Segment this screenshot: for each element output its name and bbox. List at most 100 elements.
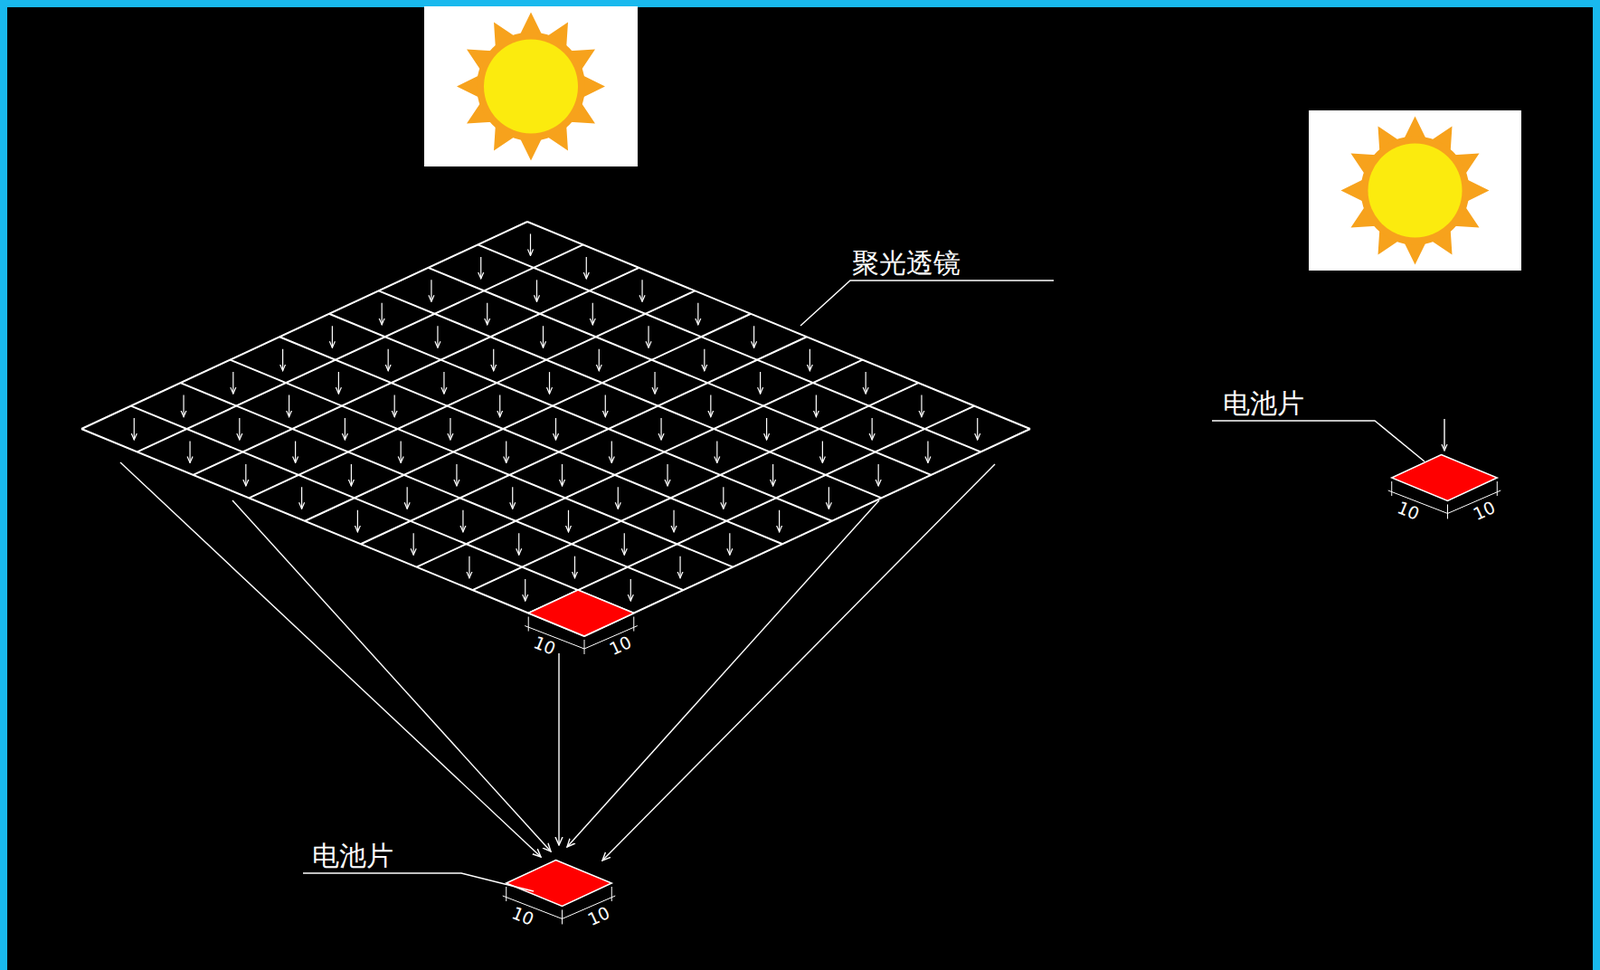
stroke (229, 359, 733, 568)
stroke (518, 532, 520, 555)
stroke (338, 371, 340, 394)
stroke (288, 395, 290, 417)
stroke (561, 908, 563, 924)
stroke (772, 463, 774, 486)
stroke (584, 639, 586, 654)
stroke (728, 532, 730, 555)
stroke (1496, 481, 1498, 496)
stroke (350, 463, 352, 486)
stroke (133, 417, 135, 440)
stroke (660, 417, 662, 440)
stroke (592, 302, 594, 325)
stroke (716, 440, 718, 463)
stroke (753, 325, 755, 348)
stroke (430, 279, 432, 302)
stroke (455, 463, 457, 486)
stroke (630, 578, 632, 601)
stroke (449, 417, 451, 440)
cell-label: 电池片 (312, 842, 394, 870)
stroke (394, 395, 396, 417)
stroke (182, 395, 184, 417)
stroke (1361, 136, 1470, 246)
stroke (822, 440, 824, 463)
stroke (400, 440, 402, 463)
stroke (528, 406, 975, 614)
stroke (357, 510, 359, 532)
stroke (238, 417, 240, 440)
stroke (809, 349, 811, 371)
stroke (697, 302, 699, 325)
stroke (647, 325, 649, 348)
stroke (633, 616, 635, 632)
stroke (462, 510, 464, 532)
stroke (301, 486, 303, 509)
lens-grid (81, 221, 1031, 636)
stroke (1341, 116, 1490, 266)
stroke (524, 578, 526, 601)
stroke (331, 325, 333, 348)
stroke (542, 325, 544, 348)
stroke (568, 510, 569, 532)
battery-cell (528, 589, 635, 636)
light-rays (120, 418, 1445, 861)
stroke (232, 371, 234, 394)
stroke (407, 486, 408, 509)
stroke (483, 39, 578, 134)
stroke (766, 417, 767, 440)
stroke (672, 510, 674, 532)
stroke (598, 349, 600, 371)
stroke (486, 302, 488, 325)
stroke (180, 382, 684, 590)
stroke (476, 32, 586, 142)
stroke (574, 556, 576, 578)
battery-cells (506, 454, 1498, 907)
stroke (413, 532, 415, 555)
stroke (759, 371, 761, 394)
stroke (778, 510, 780, 532)
stroke (499, 395, 501, 417)
stroke (472, 382, 919, 590)
stroke (189, 440, 190, 463)
stroke (282, 349, 284, 371)
battery-cell (506, 860, 613, 907)
stroke (443, 371, 445, 394)
stroke (1368, 143, 1463, 238)
stroke (549, 371, 550, 394)
stroke (555, 417, 557, 440)
stroke (871, 417, 873, 440)
stroke (828, 486, 830, 509)
stroke (492, 349, 494, 371)
stroke (245, 463, 247, 486)
stroke (653, 371, 655, 394)
stroke (666, 463, 668, 486)
stroke (505, 886, 507, 901)
stroke (436, 325, 438, 348)
stroke (344, 417, 346, 440)
stroke (505, 440, 507, 463)
stroke (536, 279, 538, 302)
cell-arrows (133, 233, 977, 601)
stroke (927, 440, 928, 463)
stroke (865, 371, 867, 394)
stroke (920, 395, 922, 417)
stroke (1447, 503, 1449, 519)
sun-icons (424, 6, 1522, 271)
stroke (586, 256, 587, 279)
stroke (878, 463, 880, 486)
dimension-lines (502, 481, 1502, 924)
stroke (131, 406, 635, 614)
stroke (561, 463, 563, 486)
stroke (722, 486, 724, 509)
stroke (1308, 110, 1522, 271)
sun-icon (1308, 110, 1522, 271)
stroke (679, 556, 681, 578)
stroke (294, 440, 296, 463)
stroke (456, 12, 606, 161)
stroke (611, 440, 613, 463)
stroke (703, 349, 705, 371)
stroke (528, 616, 530, 632)
stroke (617, 486, 619, 509)
lens-label: 聚光透镜 (852, 249, 961, 277)
stroke (468, 556, 470, 578)
